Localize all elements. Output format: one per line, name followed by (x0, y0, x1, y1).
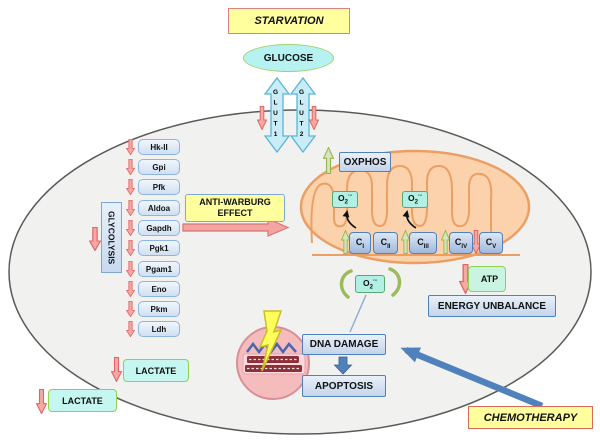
ros-arrow-ciii (402, 210, 417, 229)
energy-unbalance-label: ENERGY UNBALANCE (437, 300, 547, 312)
ros-arc-left (339, 269, 353, 299)
complex-iv-box: CIV (449, 232, 473, 254)
enzyme-pgk1: Pgk1 (138, 240, 180, 256)
chemotherapy-label: CHEMOTHERAPY (483, 411, 578, 424)
ros-arrow-ci (342, 210, 357, 229)
anti-warburg-arrow (182, 218, 290, 237)
glut1-transporter-arrow (263, 76, 291, 154)
enzyme-gapdh: Gapdh (138, 220, 180, 236)
glucose-node: GLUCOSE (243, 44, 334, 72)
enzyme-pgam1: Pgam1 (138, 261, 180, 277)
cristae (310, 164, 502, 244)
glut2-transporter-arrow (289, 76, 317, 154)
enzyme-pkm: Pkm (138, 301, 180, 317)
complex-ii-box: CII (373, 232, 398, 254)
glucose-label: GLUCOSE (263, 52, 314, 64)
apoptosis-box: APOPTOSIS (302, 375, 386, 397)
lactate-inner-box: LACTATE (123, 359, 189, 382)
oxphos-box: OXPHOS (339, 152, 391, 172)
chemotherapy-arrow (400, 346, 544, 410)
nucleus (236, 326, 310, 400)
dna-damage-label: DNA DAMAGE (309, 339, 379, 350)
enzyme-pfk: Pfk (138, 179, 180, 195)
down-arrow-lactate-outer (36, 389, 47, 414)
lactate-outer-box: LACTATE (48, 389, 117, 412)
ros-arc-right (388, 267, 402, 297)
anti-warburg-label: ANTI-WARBURG EFFECT (199, 196, 271, 218)
glycolysis-label: GLYCOLYSIS (106, 210, 117, 265)
energy-unbalance-box: ENERGY UNBALANCE (428, 295, 556, 317)
atp-box: ATP (468, 266, 506, 292)
glycolysis-label-box: GLYCOLYSIS (101, 202, 122, 273)
glut2-label: GLUT2 (298, 89, 305, 142)
enzyme-gpi: Gpi (138, 159, 180, 175)
starvation-label: STARVATION (254, 15, 324, 27)
lactate-outer-label: LACTATE (62, 395, 103, 406)
enzyme-hkii: Hk-II (138, 139, 180, 155)
glut1-label: GLUT1 (272, 89, 279, 142)
dna-damage-box: DNA DAMAGE (302, 334, 386, 355)
starvation-box: STARVATION (228, 8, 350, 34)
complex-iii-box: CIII (409, 232, 437, 254)
oxphos-label: OXPHOS (343, 156, 387, 168)
chemotherapy-box: CHEMOTHERAPY (468, 406, 593, 429)
complex-v-box: CV (479, 232, 503, 254)
superoxide-free-box: O2·- (355, 275, 385, 293)
complex-i-box: CI (349, 232, 371, 254)
superoxide-box-ciii: O2·- (402, 191, 428, 208)
apoptosis-label: APOPTOSIS (314, 380, 374, 392)
lactate-inner-label: LACTATE (135, 365, 177, 376)
ros-to-dna-line (349, 294, 367, 333)
enzyme-eno: Eno (138, 281, 180, 297)
dna-fragment-band (245, 365, 302, 372)
lightning-bolt-icon (258, 310, 283, 372)
dna-to-apoptosis-arrow (333, 356, 353, 375)
anti-warburg-box: ANTI-WARBURG EFFECT (185, 194, 285, 222)
enzyme-ldh: Ldh (138, 321, 180, 337)
atp-label: ATP (480, 274, 499, 284)
superoxide-box-ci: O2·- (332, 191, 358, 208)
enzyme-aldoa: Aldoa (138, 200, 180, 216)
